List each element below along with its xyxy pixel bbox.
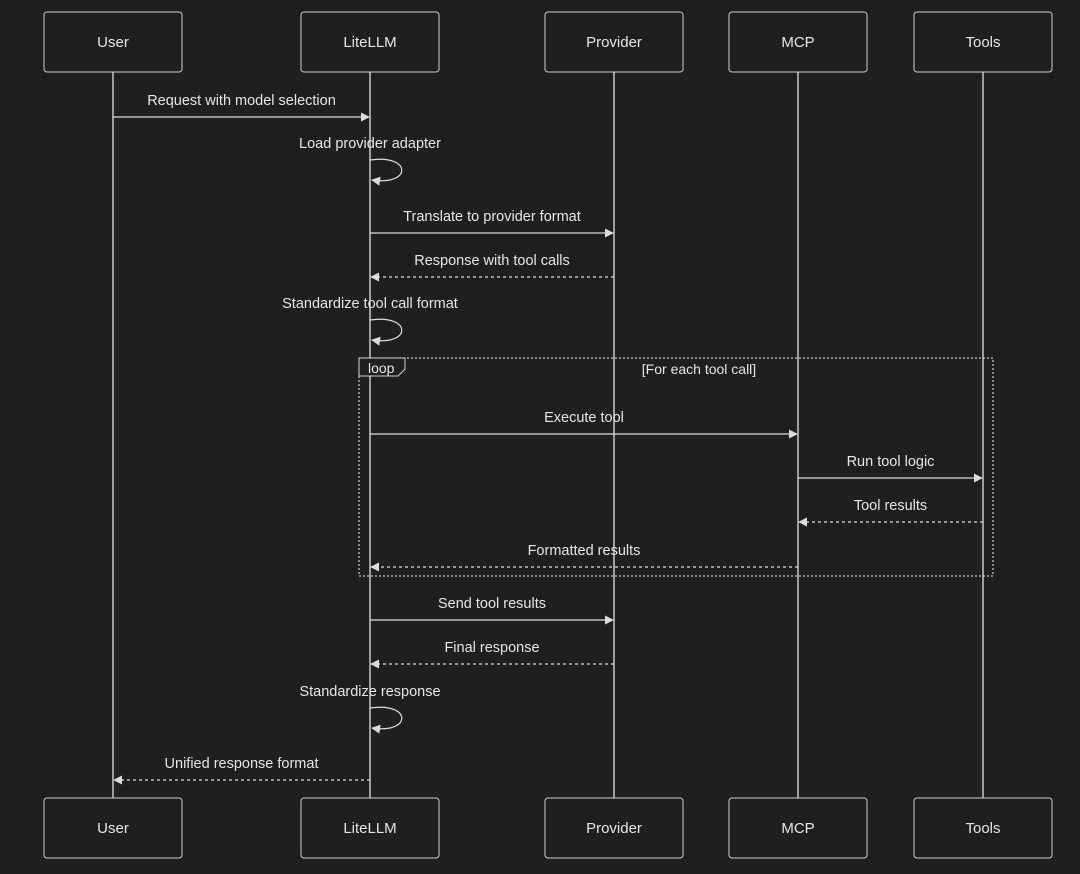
actor-label: MCP <box>781 820 814 837</box>
message-label: Final response <box>444 640 539 656</box>
actor-label: User <box>97 34 129 51</box>
message-label: Translate to provider format <box>403 209 581 225</box>
message-label: Standardize response <box>299 684 440 700</box>
message-translate-to-provider-format: Translate to provider format <box>370 209 614 238</box>
actor-provider-bottom: Provider <box>544 797 684 859</box>
message-standardize-response: Standardize response <box>299 684 441 734</box>
loop-frame <box>358 357 994 577</box>
message-unified-response-format: Unified response format <box>113 756 370 785</box>
message-label: Send tool results <box>438 596 546 612</box>
loop-condition: [For each tool call] <box>642 361 756 377</box>
actor-box <box>913 797 1053 859</box>
message-label: Tool results <box>854 498 927 514</box>
actor-label: LiteLLM <box>343 34 396 51</box>
message-send-tool-results: Send tool results <box>370 596 614 625</box>
actor-box <box>728 11 868 73</box>
actor-label: Provider <box>586 820 642 837</box>
actor-user-top: User <box>43 11 183 73</box>
actor-label: Provider <box>586 34 642 51</box>
actor-label: User <box>97 820 129 837</box>
actor-label: Tools <box>965 34 1000 51</box>
actor-label: LiteLLM <box>343 820 396 837</box>
actor-box <box>544 11 684 73</box>
message-label: Response with tool calls <box>414 253 570 269</box>
message-run-tool-logic: Run tool logic <box>798 454 983 483</box>
message-label: Execute tool <box>544 410 624 426</box>
actor-box <box>913 11 1053 73</box>
message-final-response: Final response <box>370 640 614 669</box>
actor-box <box>43 797 183 859</box>
actor-box <box>544 797 684 859</box>
message-load-provider-adapter: Load provider adapter <box>299 136 441 186</box>
actor-litellm-top: LiteLLM <box>300 11 440 73</box>
actor-provider-top: Provider <box>544 11 684 73</box>
message-arrow <box>369 318 403 346</box>
actor-tools-bottom: Tools <box>913 797 1053 859</box>
actor-tools-top: Tools <box>913 11 1053 73</box>
message-execute-tool: Execute tool <box>370 410 798 439</box>
actor-mcp-top: MCP <box>728 11 868 73</box>
actor-label: MCP <box>781 34 814 51</box>
actor-label: Tools <box>965 820 1000 837</box>
actor-mcp-bottom: MCP <box>728 797 868 859</box>
message-label: Load provider adapter <box>299 136 441 152</box>
message-label: Unified response format <box>165 756 319 772</box>
message-arrow <box>369 158 403 186</box>
message-standardize-tool-call-format: Standardize tool call format <box>282 296 458 346</box>
message-response-with-tool-calls: Response with tool calls <box>370 253 614 282</box>
loop-block: loop [For each tool call] <box>358 357 994 577</box>
actor-box <box>728 797 868 859</box>
message-formatted-results: Formatted results <box>370 543 798 572</box>
actor-litellm-bottom: LiteLLM <box>300 797 440 859</box>
message-label: Formatted results <box>528 543 641 559</box>
loop-tab <box>358 357 406 377</box>
message-tool-results: Tool results <box>798 498 983 527</box>
message-arrow <box>369 706 403 734</box>
message-label: Run tool logic <box>847 454 935 470</box>
message-request-with-model-selection: Request with model selection <box>113 93 370 122</box>
message-label: Request with model selection <box>147 93 336 109</box>
actor-box <box>300 11 440 73</box>
message-label: Standardize tool call format <box>282 296 458 312</box>
actor-box <box>300 797 440 859</box>
loop-label: loop <box>368 360 395 376</box>
actor-box <box>43 11 183 73</box>
actor-user-bottom: User <box>43 797 183 859</box>
